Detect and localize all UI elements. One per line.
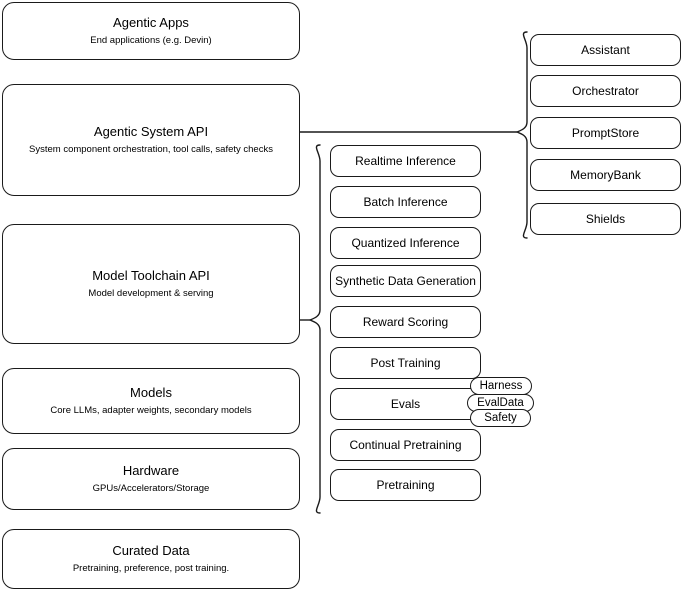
layer-hardware[interactable]: Hardware GPUs/Accelerators/Storage <box>2 448 300 510</box>
component-promptstore[interactable]: PromptStore <box>530 117 681 149</box>
capability-quantized-inference[interactable]: Quantized Inference <box>330 227 481 259</box>
layer-title: Model Toolchain API <box>92 268 210 283</box>
layer-agentic-system-api[interactable]: Agentic System API System component orch… <box>2 84 300 196</box>
eval-tag-safety[interactable]: Safety <box>470 409 531 427</box>
capability-continual-pretraining[interactable]: Continual Pretraining <box>330 429 481 461</box>
layer-subtitle: Pretraining, preference, post training. <box>72 563 230 574</box>
layer-model-toolchain-api[interactable]: Model Toolchain API Model development & … <box>2 224 300 344</box>
capability-synthetic-data-generation[interactable]: Synthetic Data Generation <box>330 265 481 297</box>
layer-title: Hardware <box>122 463 180 478</box>
capability-evals[interactable]: Evals <box>330 388 481 420</box>
component-assistant[interactable]: Assistant <box>530 34 681 66</box>
eval-tag-harness[interactable]: Harness <box>470 377 532 395</box>
capability-realtime-inference[interactable]: Realtime Inference <box>330 145 481 177</box>
capability-batch-inference[interactable]: Batch Inference <box>330 186 481 218</box>
component-memorybank[interactable]: MemoryBank <box>530 159 681 191</box>
capability-reward-scoring[interactable]: Reward Scoring <box>330 306 481 338</box>
layer-agentic-apps[interactable]: Agentic Apps End applications (e.g. Devi… <box>2 2 300 60</box>
layer-subtitle: End applications (e.g. Devin) <box>90 35 212 46</box>
layer-title: Agentic Apps <box>113 15 189 30</box>
layer-title: Curated Data <box>112 543 190 558</box>
capability-post-training[interactable]: Post Training <box>330 347 481 379</box>
layer-subtitle: GPUs/Accelerators/Storage <box>92 483 210 494</box>
layer-curated-data[interactable]: Curated Data Pretraining, preference, po… <box>2 529 300 589</box>
toolchain-capabilities-brace <box>308 144 321 514</box>
capability-pretraining[interactable]: Pretraining <box>330 469 481 501</box>
layer-subtitle: Core LLMs, adapter weights, secondary mo… <box>50 405 252 416</box>
layer-title: Models <box>130 385 172 400</box>
layer-models[interactable]: Models Core LLMs, adapter weights, secon… <box>2 368 300 434</box>
layer-subtitle: System component orchestration, tool cal… <box>29 144 273 155</box>
layer-title: Agentic System API <box>93 124 209 139</box>
component-orchestrator[interactable]: Orchestrator <box>530 75 681 107</box>
component-shields[interactable]: Shields <box>530 203 681 235</box>
system-components-brace <box>515 31 528 239</box>
layer-subtitle: Model development & serving <box>88 288 214 299</box>
